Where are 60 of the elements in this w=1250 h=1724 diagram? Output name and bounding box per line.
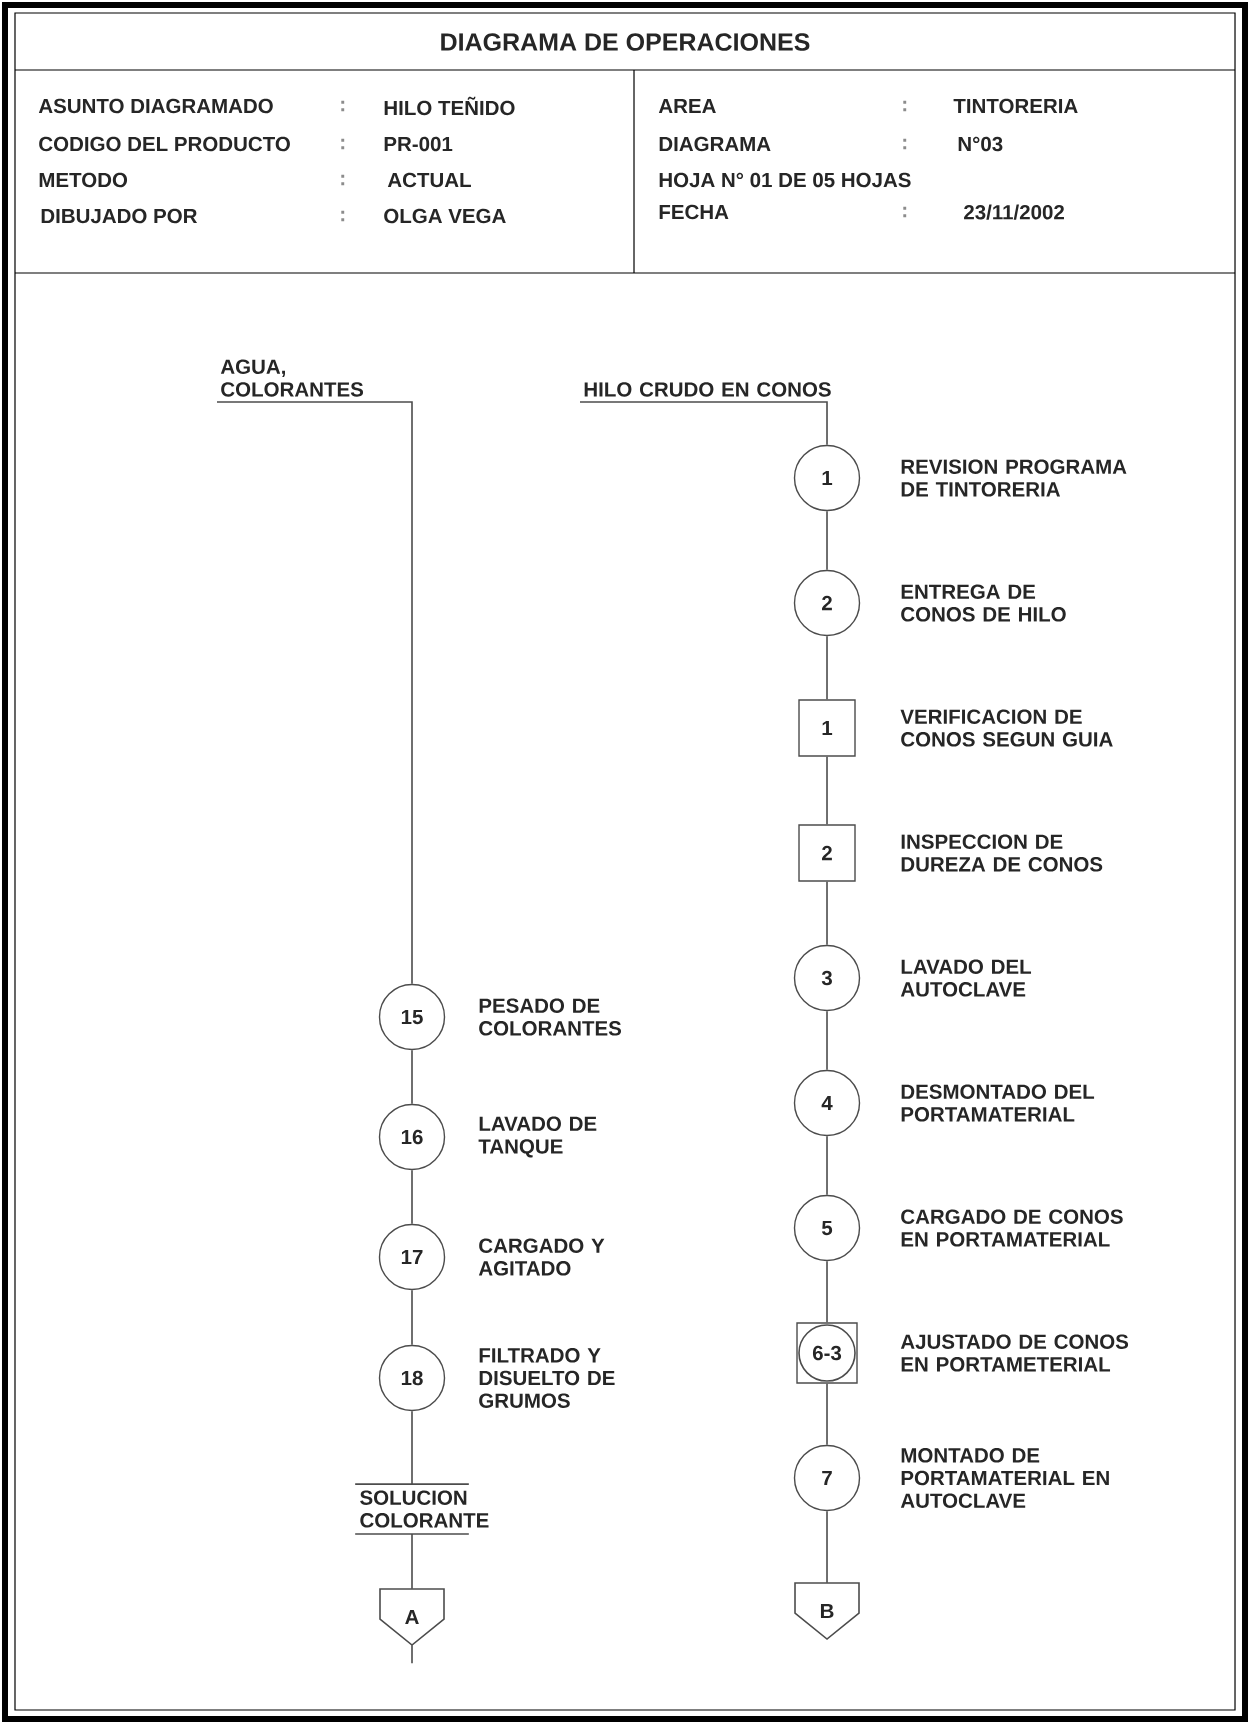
field-value: PR-001: [384, 136, 453, 152]
connector-line: [826, 635, 828, 701]
connector-line: [579, 401, 828, 446]
operation-label: REVISION PROGRAMA DE TINTORERIA: [901, 459, 1127, 497]
field-label: CODIGO DEL PRODUCTO: [39, 136, 290, 152]
operation-label: LAVADO DE TANQUE: [478, 1116, 597, 1158]
inspection-square: 2: [798, 824, 856, 882]
field-label: METODO: [39, 172, 128, 188]
operation-label: CARGADO DE CONOS EN PORTAMATERIAL: [901, 1209, 1123, 1247]
field-label: ASUNTO DIAGRAMADO: [38, 98, 273, 114]
connector-line: [411, 1169, 413, 1225]
connector-line: [411, 1049, 413, 1105]
operation-label: CARGADO Y AGITADO: [478, 1238, 605, 1276]
operation-label: DESMONTADO DEL PORTAMATERIAL: [901, 1084, 1095, 1122]
operation-label: INSPECCION DE DUREZA DE CONOS: [901, 834, 1103, 872]
title: DIAGRAMA DE OPERACIONES: [441, 33, 810, 51]
connector-line: [826, 1510, 828, 1584]
material-label: SOLUCION COLORANTE: [354, 1483, 489, 1535]
field-value: 23/11/2002: [964, 204, 1064, 220]
colon: :: [903, 206, 907, 218]
inspection-square: 1: [798, 699, 856, 757]
field-value: OLGA VEGA: [384, 208, 506, 224]
connector-line: [826, 1260, 828, 1324]
field-label: DIBUJADO POR: [41, 208, 198, 224]
field-value: HILO TEÑIDO: [384, 96, 515, 116]
connector-line: [411, 1410, 413, 1485]
input-label: AGUA, COLORANTES: [220, 359, 363, 397]
field-label: DIAGRAMA: [659, 136, 771, 152]
connector-line: [826, 880, 828, 946]
offpage-connector: B: [794, 1582, 860, 1641]
operation-label: FILTRADO Y DISUELTO DE GRUMOS: [479, 1348, 615, 1408]
connector-line: [216, 401, 413, 985]
connector-line: [826, 755, 828, 826]
offpage-connector: A: [379, 1588, 445, 1647]
input-label: HILO CRUDO EN CONOS: [584, 382, 831, 397]
colon: :: [341, 174, 345, 186]
colon: :: [903, 138, 907, 150]
connector-line: [411, 1644, 413, 1665]
colon: :: [341, 210, 345, 222]
operation-label: LAVADO DEL AUTOCLAVE: [900, 959, 1032, 997]
field-value: TINTORERIA: [953, 98, 1078, 114]
colon: :: [903, 100, 907, 112]
operation-label: AJUSTADO DE CONOS EN PORTAMETERIAL: [900, 1334, 1129, 1372]
field-label: AREA: [658, 98, 716, 114]
connector-line: [411, 1289, 413, 1346]
connector-line: [411, 1533, 413, 1590]
operation-label: MONTADO DE PORTAMATERIAL EN AUTOCLAVE: [900, 1448, 1109, 1508]
colon: :: [341, 100, 345, 112]
field-value: ACTUAL: [387, 172, 471, 188]
connector-line: [826, 510, 828, 571]
connector-line: [826, 1382, 828, 1446]
field-value: N°03: [958, 136, 1003, 152]
operation-label: VERIFICACION DE CONOS SEGUN GUIA: [900, 709, 1113, 747]
colon: :: [341, 138, 345, 150]
operation-label: ENTREGA DE CONOS DE HILO: [901, 584, 1066, 622]
connector-line: [826, 1135, 828, 1196]
field-label: HOJA N° 01 DE 05 HOJAS: [659, 172, 911, 188]
operation-label: PESADO DE COLORANTES: [479, 998, 621, 1036]
connector-line: [826, 1010, 828, 1071]
field-label: FECHA: [659, 204, 729, 220]
